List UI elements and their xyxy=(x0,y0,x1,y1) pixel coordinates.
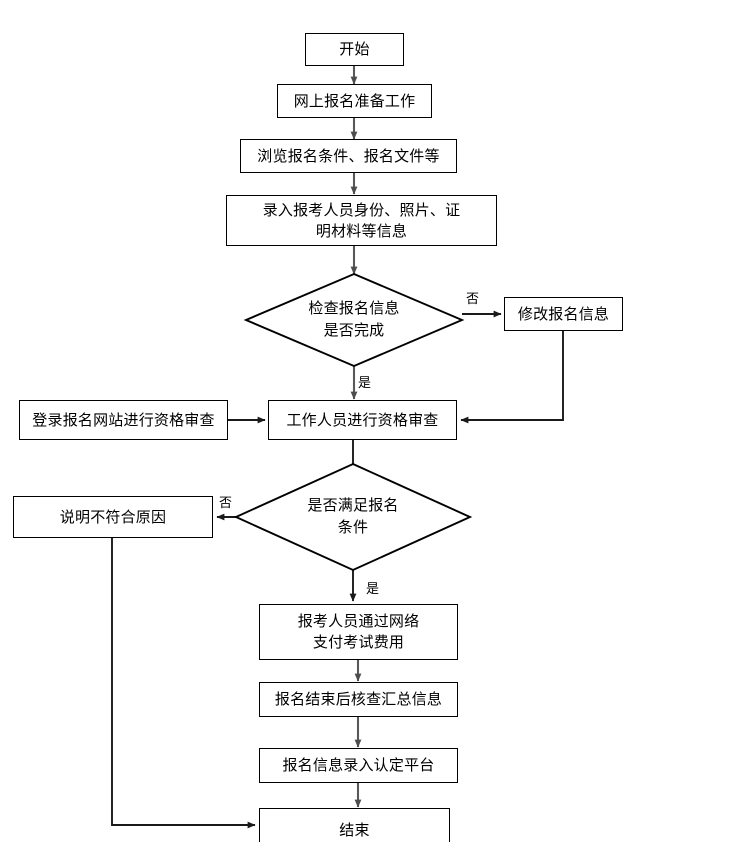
node-upload[interactable]: 报名信息录入认定平台 xyxy=(259,748,458,783)
node-staff-review-label: 工作人员进行资格审查 xyxy=(286,410,439,429)
edge-reason-end xyxy=(111,538,256,829)
node-pay-label: 报考人员通过网络 支付考试费用 xyxy=(297,612,420,651)
branch-label-qualify-no: 否 xyxy=(219,496,233,511)
node-upload-label: 报名信息录入认定平台 xyxy=(282,756,435,775)
node-staff-review[interactable]: 工作人员进行资格审查 xyxy=(268,400,457,440)
node-modify-label: 修改报名信息 xyxy=(517,304,610,323)
node-end-label: 结束 xyxy=(339,821,370,840)
node-start-label: 开始 xyxy=(339,40,370,59)
node-prepare[interactable]: 网上报名准备工作 xyxy=(277,84,432,118)
node-login-site-label: 登录报名网站进行资格审查 xyxy=(32,410,215,429)
node-modify[interactable]: 修改报名信息 xyxy=(504,297,623,331)
node-reason[interactable]: 说明不符合原因 xyxy=(13,496,213,538)
node-login-site[interactable]: 登录报名网站进行资格审查 xyxy=(19,400,228,440)
node-prepare-label: 网上报名准备工作 xyxy=(293,91,416,110)
node-pay[interactable]: 报考人员通过网络 支付考试费用 xyxy=(259,604,458,660)
decision-check-shape xyxy=(243,272,465,368)
node-end[interactable]: 结束 xyxy=(259,808,450,842)
decision-qualify-shape xyxy=(233,462,473,572)
node-verify[interactable]: 报名结束后核查汇总信息 xyxy=(259,682,458,717)
node-reason-label: 说明不符合原因 xyxy=(59,507,167,526)
node-verify-label: 报名结束后核查汇总信息 xyxy=(274,690,443,709)
node-browse-label: 浏览报名条件、报名文件等 xyxy=(257,146,440,165)
node-start[interactable]: 开始 xyxy=(305,33,404,66)
node-browse[interactable]: 浏览报名条件、报名文件等 xyxy=(240,139,457,173)
branch-label-qualify-yes: 是 xyxy=(366,582,380,597)
edge-modify-staffreview xyxy=(460,331,564,424)
node-enter-info[interactable]: 录入报考人员身份、照片、证 明材料等信息 xyxy=(226,195,497,246)
branch-label-check-yes: 是 xyxy=(358,376,372,391)
branch-label-check-no: 否 xyxy=(466,292,480,307)
node-enter-info-label: 录入报考人员身份、照片、证 明材料等信息 xyxy=(262,200,461,240)
